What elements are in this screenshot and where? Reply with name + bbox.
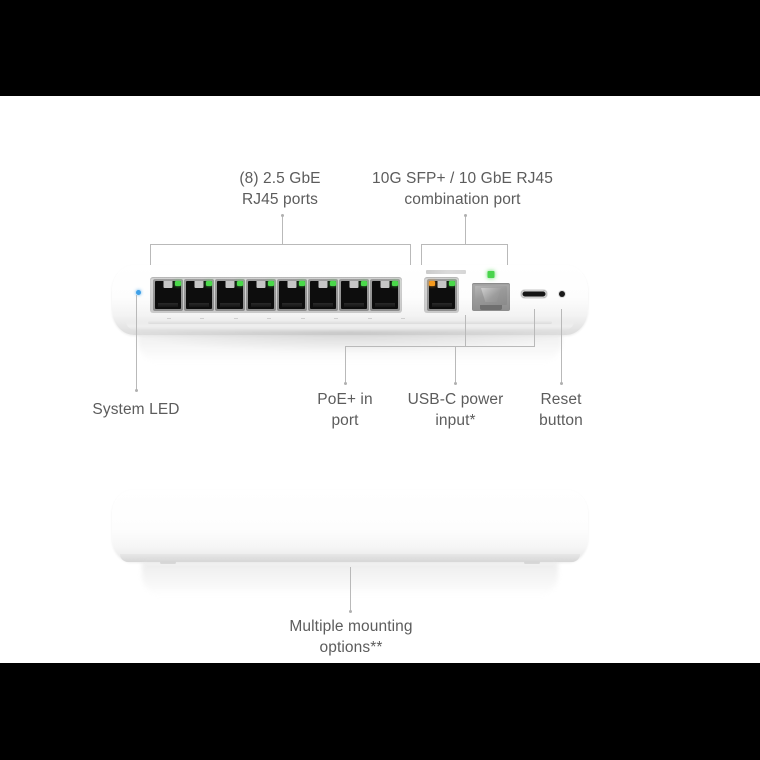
bracket-left-tick-25gbe <box>150 244 151 266</box>
callout-label-combination-port: 10G SFP+ / 10 GbE RJ45 combination port <box>372 170 553 208</box>
leader-dot-usbc <box>454 382 457 385</box>
rj45-jack-icon <box>247 281 274 309</box>
device-front-shadow <box>132 331 568 353</box>
bracket-top-combo <box>421 244 508 245</box>
callout-label-usbc-power: USB-C power input* <box>407 391 504 429</box>
callout-label-poe-in-port: PoE+ in port <box>317 391 373 429</box>
leader-dot-reset <box>560 382 563 385</box>
rj45-port-1[interactable] <box>152 279 183 311</box>
leader-poe-horizontal <box>345 346 466 347</box>
callout-label-reset-button: Reset button <box>539 391 583 429</box>
rj45-jack-icon <box>216 281 243 309</box>
callout-label-mounting-options: Multiple mounting options** <box>289 618 413 656</box>
leader-dot-25gbe <box>281 214 284 217</box>
device-front-reflection <box>138 333 562 363</box>
leader-usbc-horizontal <box>455 346 535 347</box>
sfp-cage-lip <box>480 305 502 310</box>
rj45-port-bank <box>150 277 402 313</box>
rj45-jack-icon <box>154 281 181 309</box>
bracket-right-tick-combo <box>507 244 508 266</box>
reset-button[interactable] <box>559 291 565 297</box>
leader-stem-combo <box>465 216 466 244</box>
chassis-vent-ridge <box>148 321 552 324</box>
rj45-jack-icon <box>185 281 212 309</box>
rj45-jack-icon <box>340 281 367 309</box>
leader-reset-vertical <box>561 309 562 384</box>
bracket-left-tick-combo <box>421 244 422 266</box>
sfp-plus-cage[interactable] <box>472 283 510 311</box>
rj45-port-2[interactable] <box>183 279 214 311</box>
device-front-panel <box>112 265 588 363</box>
letterbox-bar-bottom <box>0 663 760 760</box>
rj45-port-4[interactable] <box>245 279 276 311</box>
rj45-port-7[interactable] <box>338 279 369 311</box>
rj45-jack-icon <box>309 281 336 309</box>
callout-label-25gbe-ports: (8) 2.5 GbE RJ45 ports <box>239 170 321 208</box>
leader-mounting-vertical <box>350 567 351 612</box>
system-led <box>136 290 141 295</box>
rj45-port-8[interactable] <box>369 279 400 311</box>
leader-system-led <box>136 295 137 391</box>
port-number-markings <box>152 315 420 321</box>
port-link-led <box>236 280 243 286</box>
usb-c-power-port[interactable] <box>521 290 547 298</box>
port-link-led <box>174 280 181 286</box>
leader-poe-vertical-a <box>465 315 466 346</box>
device-rear-view <box>112 490 588 596</box>
rj45-jack-icon <box>371 281 398 309</box>
poe-in-port[interactable] <box>426 279 457 311</box>
port-link-led <box>267 280 274 286</box>
bracket-right-tick-25gbe <box>410 244 411 266</box>
poe-link-led <box>448 280 455 286</box>
poe-port-bank <box>424 277 459 313</box>
poe-in-port-group <box>424 270 466 313</box>
port-link-led <box>205 280 212 286</box>
leader-usbc-vertical-a <box>534 309 535 346</box>
port-link-led <box>391 280 398 286</box>
letterbox-bar-top <box>0 0 760 96</box>
rj45-jack-icon <box>428 281 455 309</box>
port-link-led <box>360 280 367 286</box>
device-chassis-rear <box>112 490 588 564</box>
leader-dot-mounting <box>349 610 352 613</box>
rj45-port-5[interactable] <box>276 279 307 311</box>
leader-poe-vertical-b <box>345 346 346 384</box>
leader-dot-system-led <box>135 389 138 392</box>
bracket-top-25gbe <box>150 244 411 245</box>
device-bottom-edge <box>120 554 580 562</box>
sfp-plus-port-group <box>472 271 510 311</box>
leader-usbc-vertical-b <box>455 346 456 384</box>
sfp-cage-inner-icon <box>475 286 507 305</box>
sfp-status-led <box>487 271 495 278</box>
rj45-port-3[interactable] <box>214 279 245 311</box>
port-link-led <box>298 280 305 286</box>
poe-power-led <box>428 280 435 286</box>
diagram-canvas: (8) 2.5 GbE RJ45 ports 10G SFP+ / 10 GbE… <box>0 96 760 663</box>
rj45-jack-icon <box>278 281 305 309</box>
callout-label-system-led: System LED <box>92 401 180 418</box>
leader-dot-combo <box>464 214 467 217</box>
leader-stem-25gbe <box>282 216 283 244</box>
port-link-led <box>329 280 336 286</box>
rj45-port-6[interactable] <box>307 279 338 311</box>
leader-dot-poe <box>344 382 347 385</box>
poe-port-marking-label <box>426 270 466 274</box>
